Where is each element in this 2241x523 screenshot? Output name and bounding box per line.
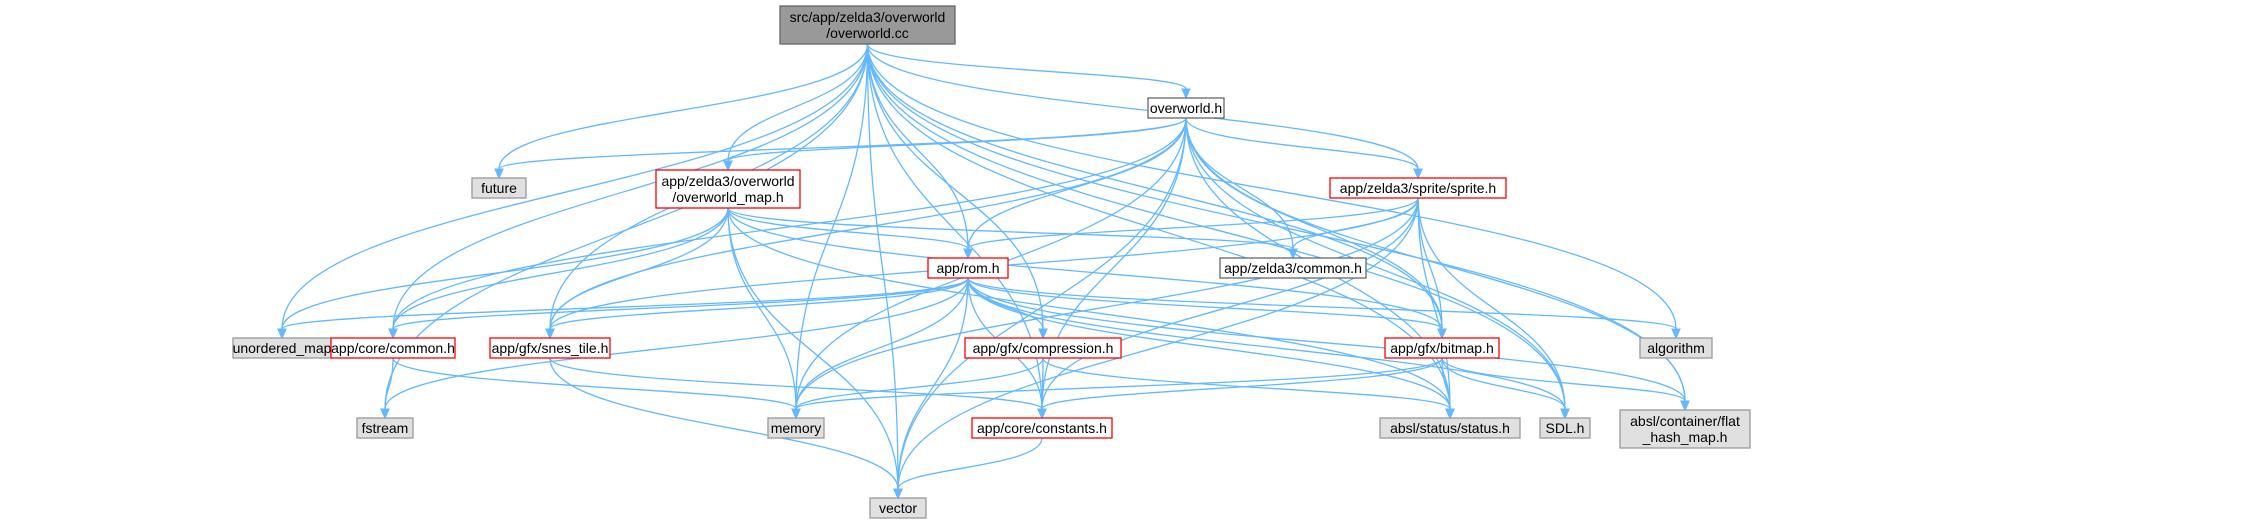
node-memory: memory	[767, 417, 825, 439]
node-label: SDL.h	[1546, 420, 1585, 436]
edge-bitmap_h-to-flat_hash_map_h	[1441, 357, 1690, 412]
node-label: app/zelda3/overworld	[661, 173, 794, 189]
node-algorithm: algorithm	[1639, 337, 1713, 359]
node-core-common-h[interactable]: app/core/common.h	[330, 337, 456, 359]
node-label: vector	[879, 500, 917, 516]
edge-rom_h-to-unordered_map	[277, 277, 969, 340]
edge-overworld_h-to-snes_tile_h	[545, 117, 1187, 340]
edge-overworld_h-to-sprite_h	[1185, 117, 1423, 180]
node-rom-h[interactable]: app/rom.h	[927, 257, 1009, 279]
node-label: app/gfx/snes_tile.h	[492, 340, 609, 356]
edge-bitmap_h-to-memory	[791, 357, 1443, 420]
edge-root-to-constants_h	[866, 43, 1047, 420]
edge-core_common_h-to-memory	[392, 357, 801, 420]
node-label: future	[481, 180, 517, 196]
node-vector: vector	[869, 497, 927, 519]
node-label: src/app/zelda3/overworld	[790, 9, 946, 25]
node-sdl-h: SDL.h	[1539, 417, 1591, 439]
node-label: absl/container/flat	[1630, 413, 1740, 429]
node-unordered-map: unordered_map	[232, 337, 332, 359]
node-snes-tile-h[interactable]: app/gfx/snes_tile.h	[489, 337, 611, 359]
node-compression-h[interactable]: app/gfx/compression.h	[964, 337, 1122, 359]
nodes-layer: src/app/zelda3/overworld/overworld.cc ove…	[232, 5, 1751, 519]
node-label: /overworld.cc	[826, 25, 908, 41]
node-label: _hash_map.h	[1642, 429, 1728, 445]
edges-layer	[277, 43, 1690, 500]
node-label: absl/status/status.h	[1390, 420, 1510, 436]
node-overworld-h[interactable]: overworld.h	[1147, 97, 1225, 119]
node-label: app/rom.h	[936, 260, 999, 276]
node-label: app/gfx/compression.h	[973, 340, 1114, 356]
node-label: algorithm	[1647, 340, 1705, 356]
node-label: app/gfx/bitmap.h	[1390, 340, 1494, 356]
node-fstream: fstream	[356, 417, 414, 439]
edge-root-to-future	[494, 43, 869, 180]
node-label: app/zelda3/common.h	[1224, 260, 1362, 276]
node-future: future	[471, 177, 527, 199]
node-label: app/core/constants.h	[977, 420, 1107, 436]
edge-bitmap_h-to-status_h	[1441, 357, 1455, 420]
edge-overworld_map_h-to-snes_tile_h	[545, 207, 729, 340]
edge-overworld_h-to-overworld_map_h	[723, 117, 1187, 172]
edge-constants_h-to-vector	[893, 437, 1043, 500]
node-bitmap-h[interactable]: app/gfx/bitmap.h	[1384, 337, 1500, 359]
edge-bitmap_h-to-constants_h	[1037, 357, 1443, 420]
node-overworld-map-h[interactable]: app/zelda3/overworld/overworld_map.h	[655, 169, 801, 209]
node-root[interactable]: src/app/zelda3/overworld/overworld.cc	[779, 5, 956, 45]
edge-snes_tile_h-to-vector	[549, 357, 903, 500]
node-status-h: absl/status/status.h	[1379, 417, 1521, 439]
node-label: app/core/common.h	[331, 340, 455, 356]
node-sprite-h[interactable]: app/zelda3/sprite/sprite.h	[1329, 177, 1507, 199]
edge-sprite_h-to-rom_h	[963, 197, 1419, 260]
edge-root-to-memory	[791, 43, 869, 420]
edge-rom_h-to-bitmap_h	[967, 277, 1447, 340]
node-constants-h[interactable]: app/core/constants.h	[971, 417, 1113, 439]
node-label: app/zelda3/sprite/sprite.h	[1340, 180, 1496, 196]
edge-overworld_map_h-to-zelda3_common_h	[727, 207, 1298, 260]
node-label: overworld.h	[1150, 100, 1222, 116]
node-label: memory	[771, 420, 822, 436]
edge-bitmap_h-to-sdl_h	[1441, 357, 1570, 420]
node-zelda3-common-h[interactable]: app/zelda3/common.h	[1219, 257, 1367, 279]
node-label: /overworld_map.h	[672, 189, 783, 205]
edge-rom_h-to-core_common_h	[388, 277, 969, 340]
edge-rom_h-to-snes_tile_h	[545, 277, 969, 340]
edge-core_common_h-to-fstream	[380, 357, 394, 420]
edge-rom_h-to-algorithm	[967, 277, 1681, 340]
edge-root-to-overworld_h	[866, 43, 1191, 100]
node-label: fstream	[362, 420, 409, 436]
node-flat-hash-map-h: absl/container/flat_hash_map.h	[1619, 409, 1751, 449]
edge-root-to-fstream	[380, 43, 869, 420]
node-label: unordered_map	[233, 340, 332, 356]
